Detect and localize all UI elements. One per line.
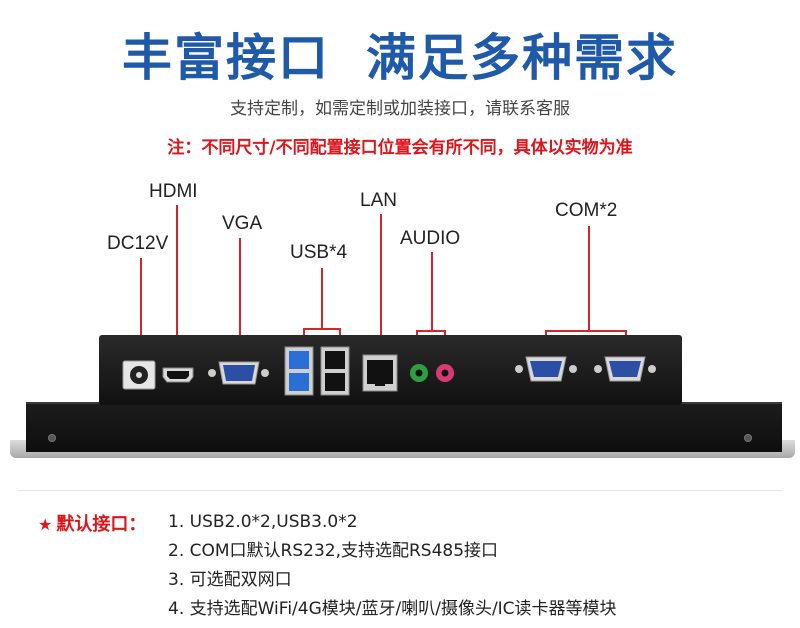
label-lan: LAN [360,190,397,211]
list-item: 4. 支持选配WiFi/4G模块/蓝牙/喇叭/摄像头/IC读卡器等模块 [168,599,617,619]
divider [18,490,782,491]
star-icon: ★ [38,515,53,534]
vga-port-icon [208,361,269,385]
dc-jack-icon [122,360,156,390]
title-part-1: 丰富接口 [122,29,330,87]
page-title: 丰富接口满足多种需求 [0,18,800,90]
label-hdmi: HDMI [149,181,198,202]
lan-port-icon [362,354,398,392]
defaults-heading: ★默认接口： [38,510,146,536]
usb-ports-icon [284,346,350,396]
io-ports-graphic [122,346,656,396]
io-panel [99,335,682,405]
com-port-2-icon [594,356,656,382]
list-item: 2. COM口默认RS232,支持选配RS485接口 [168,541,499,561]
list-item: 1. USB2.0*2,USB3.0*2 [168,512,358,532]
notice-text: 注：不同尺寸/不同配置接口位置会有所不同，具体以实物为准 [167,138,633,158]
subtitle: 支持定制，如需定制或加装接口，请联系客服 [230,99,570,119]
list-item: 3. 可选配双网口 [168,570,292,590]
defaults-list: 1. USB2.0*2,USB3.0*2 2. COM口默认RS232,支持选配… [168,508,617,624]
audio-ports-icon [410,364,454,382]
label-vga: VGA [222,213,263,234]
com-port-1-icon [515,356,577,382]
device-housing [26,402,782,452]
title-part-2: 满足多种需求 [366,29,678,87]
label-audio: AUDIO [400,228,461,249]
defaults-heading-text: 默认接口： [56,514,147,535]
label-dc12v: DC12V [107,233,169,254]
label-com: COM*2 [555,200,618,221]
hdmi-port-icon [162,367,194,383]
label-usb: USB*4 [290,242,348,263]
